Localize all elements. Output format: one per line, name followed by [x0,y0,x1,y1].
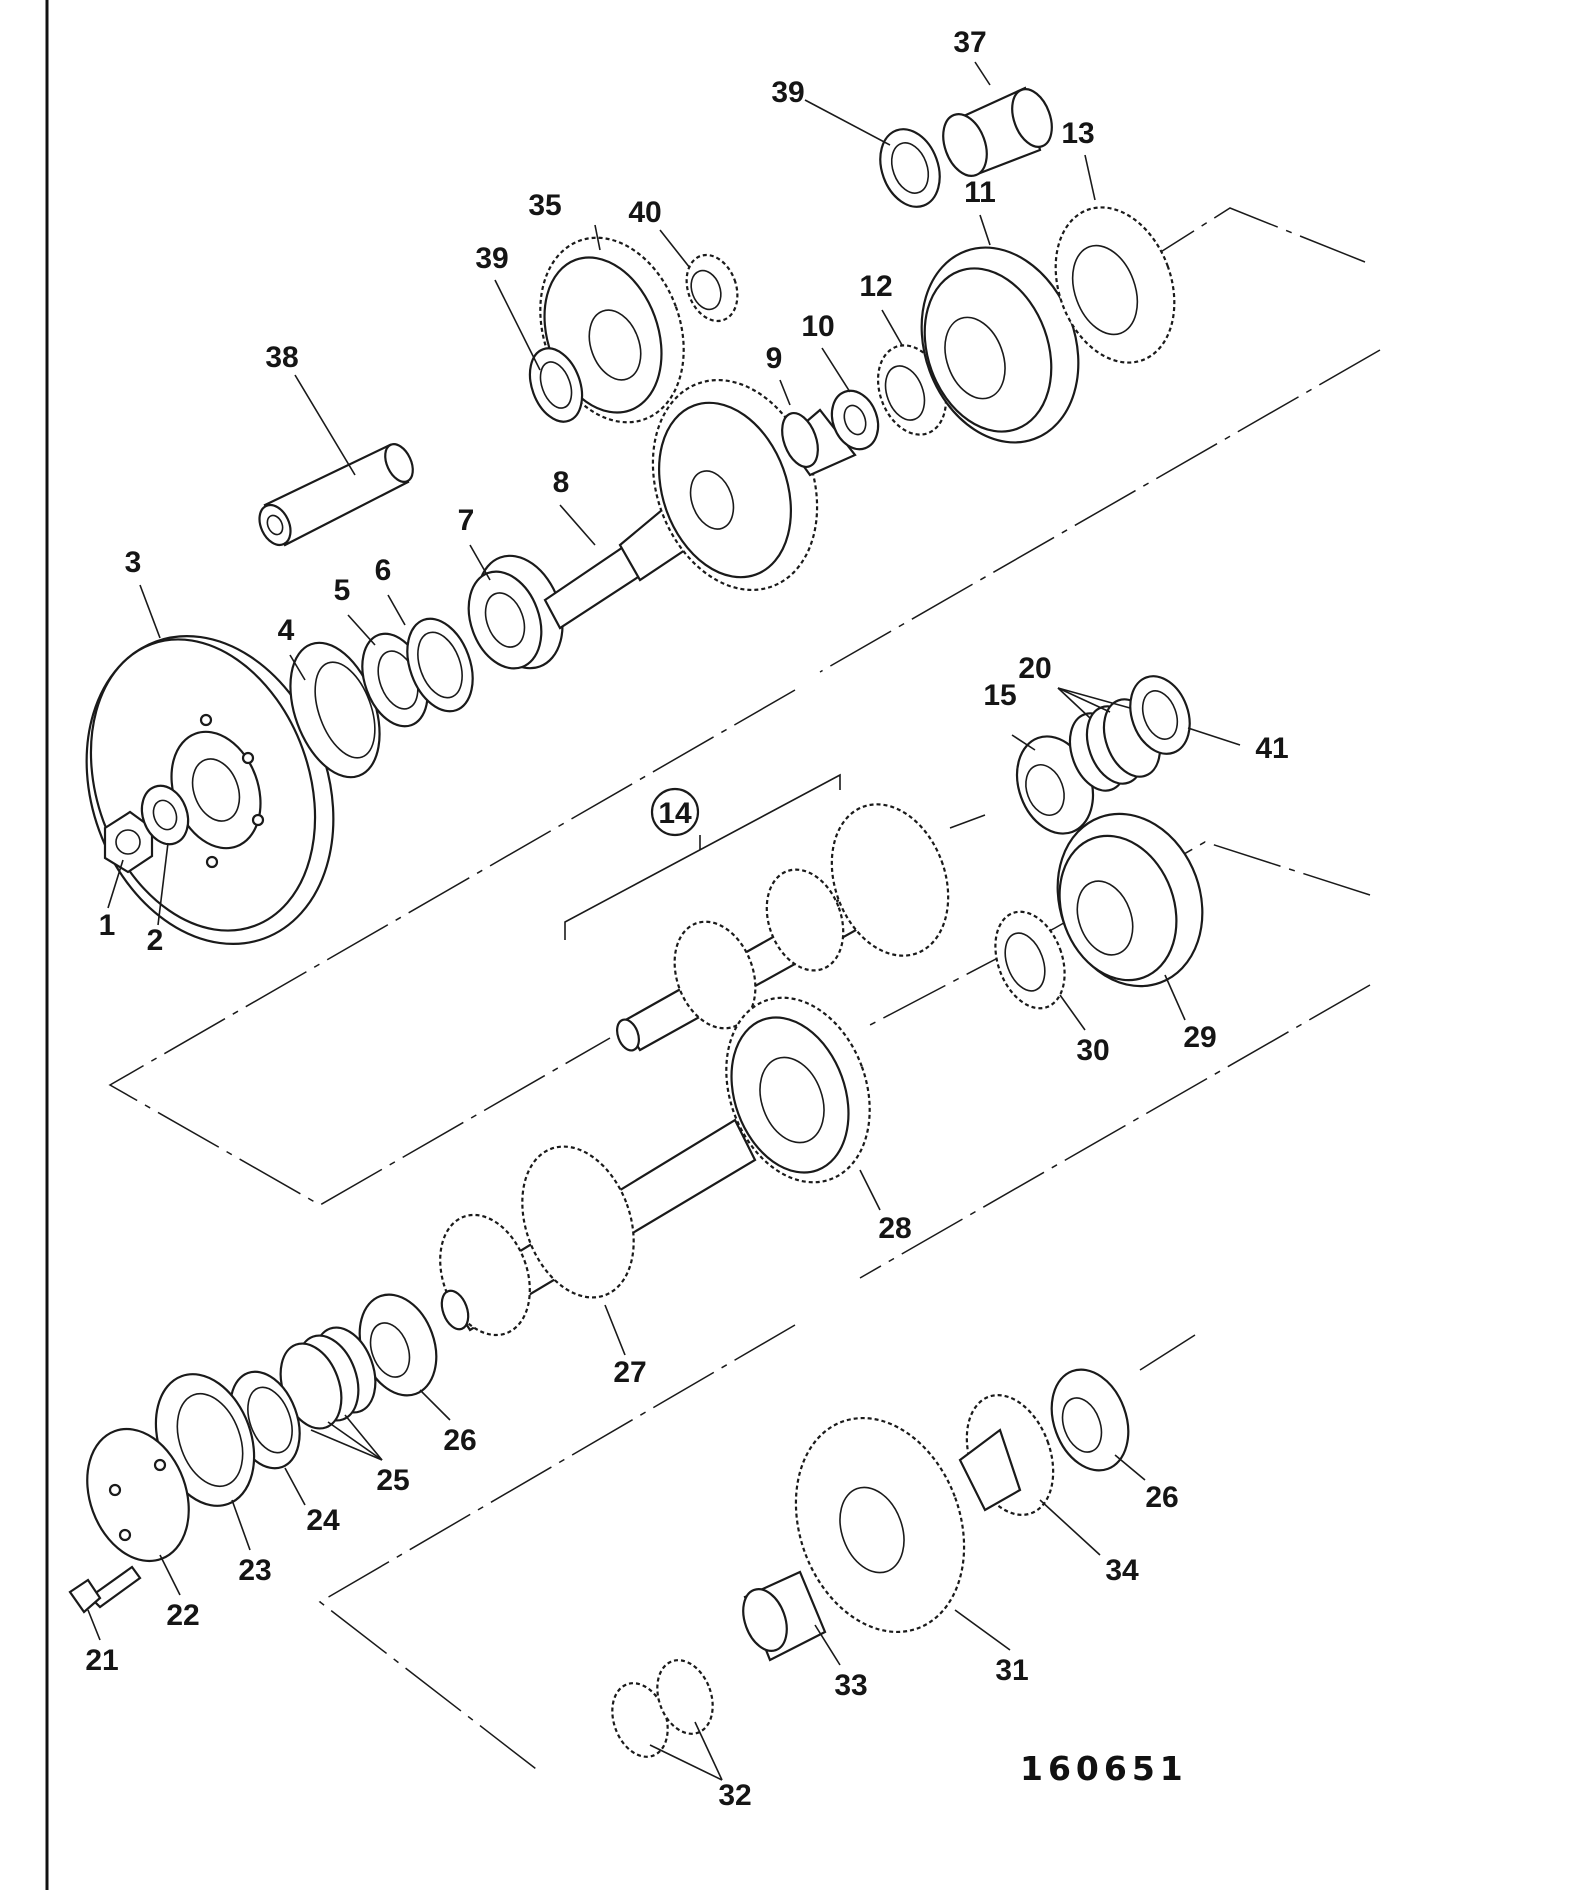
part-bearing-26b [1050,1368,1130,1472]
callout-6: 6 [375,554,392,587]
callout-11: 11 [964,176,996,209]
part-gear-34 [958,1394,1055,1516]
callout-22: 22 [166,1599,199,1632]
part-bearing-7 [467,554,564,670]
group-14-circle [650,787,700,837]
callout-24: 24 [306,1504,340,1537]
callout-10: 10 [801,310,834,343]
callout-39a: 39 [475,242,508,275]
callout-32: 32 [718,1779,751,1812]
callout-29: 29 [1183,1021,1216,1054]
phantom-lines [108,207,1381,1773]
part-synchro-11 [920,246,1080,444]
callout-33: 33 [834,1669,867,1702]
callout-27: 27 [613,1356,646,1389]
callout-41: 41 [1255,732,1288,765]
callout-12: 12 [859,270,892,303]
callout-20: 20 [1018,652,1051,685]
callout-1: 1 [99,909,116,942]
callout-7: 7 [458,504,475,537]
callout-25: 25 [376,1464,409,1497]
callout-31: 31 [995,1654,1028,1687]
callout-37: 37 [953,26,986,59]
part-washer [140,784,190,846]
part-thrust-washer-39b [879,128,941,208]
callout-labels: 1 2 3 4 5 6 7 8 9 10 11 12 13 15 20 21 2… [85,26,1288,1812]
callout-26b: 26 [1145,1481,1178,1514]
part-ring [406,617,474,713]
callout-34: 34 [1105,1554,1139,1587]
callout-13: 13 [1061,117,1094,150]
part-nut [103,810,154,874]
part-gear-28 [725,996,871,1184]
part-shims-25 [279,1326,377,1430]
part-ring-41 [1129,675,1191,755]
callout-21: 21 [85,1644,118,1677]
leader-lines [87,61,1241,1781]
callout-group-14: 14 [658,797,692,830]
callout-28: 28 [878,1212,911,1245]
part-synchro-29 [1056,812,1204,988]
part-gear-cluster-14 [616,803,950,1052]
part-pin [258,443,414,547]
part-gear-40 [685,253,739,323]
callout-8: 8 [553,466,570,499]
part-bolt-21 [68,1565,142,1614]
callout-39b: 39 [771,76,804,109]
callout-26a: 26 [443,1424,476,1457]
part-mainshaft-27 [439,1118,757,1337]
part-bearing-26a [358,1293,438,1397]
part-sleeve-37 [942,86,1053,177]
part-shims-20 [1068,698,1162,792]
part-gear-13 [1054,206,1176,364]
callout-38: 38 [265,341,298,374]
part-gear-30 [994,910,1066,1010]
callout-35: 35 [528,189,561,222]
callout-3: 3 [125,546,142,579]
part-washer-10 [830,389,880,451]
part-needle-bearings-32 [611,1659,714,1758]
callout-9: 9 [766,342,783,375]
part-input-shaft [543,378,819,630]
callout-15: 15 [983,679,1016,712]
callout-4: 4 [278,614,295,647]
part-cone [781,408,857,477]
callout-40: 40 [628,196,661,229]
part-thrust-washer-39a [528,347,584,423]
drawing-reference-number: 160651 [1020,1749,1188,1788]
callout-2: 2 [147,924,164,957]
part-sleeve-33 [742,1570,827,1662]
callout-5: 5 [334,574,351,607]
part-gear-31 [794,1416,966,1634]
callout-23: 23 [238,1554,271,1587]
callout-30: 30 [1076,1034,1109,1067]
part-cover-22 [86,1427,190,1563]
